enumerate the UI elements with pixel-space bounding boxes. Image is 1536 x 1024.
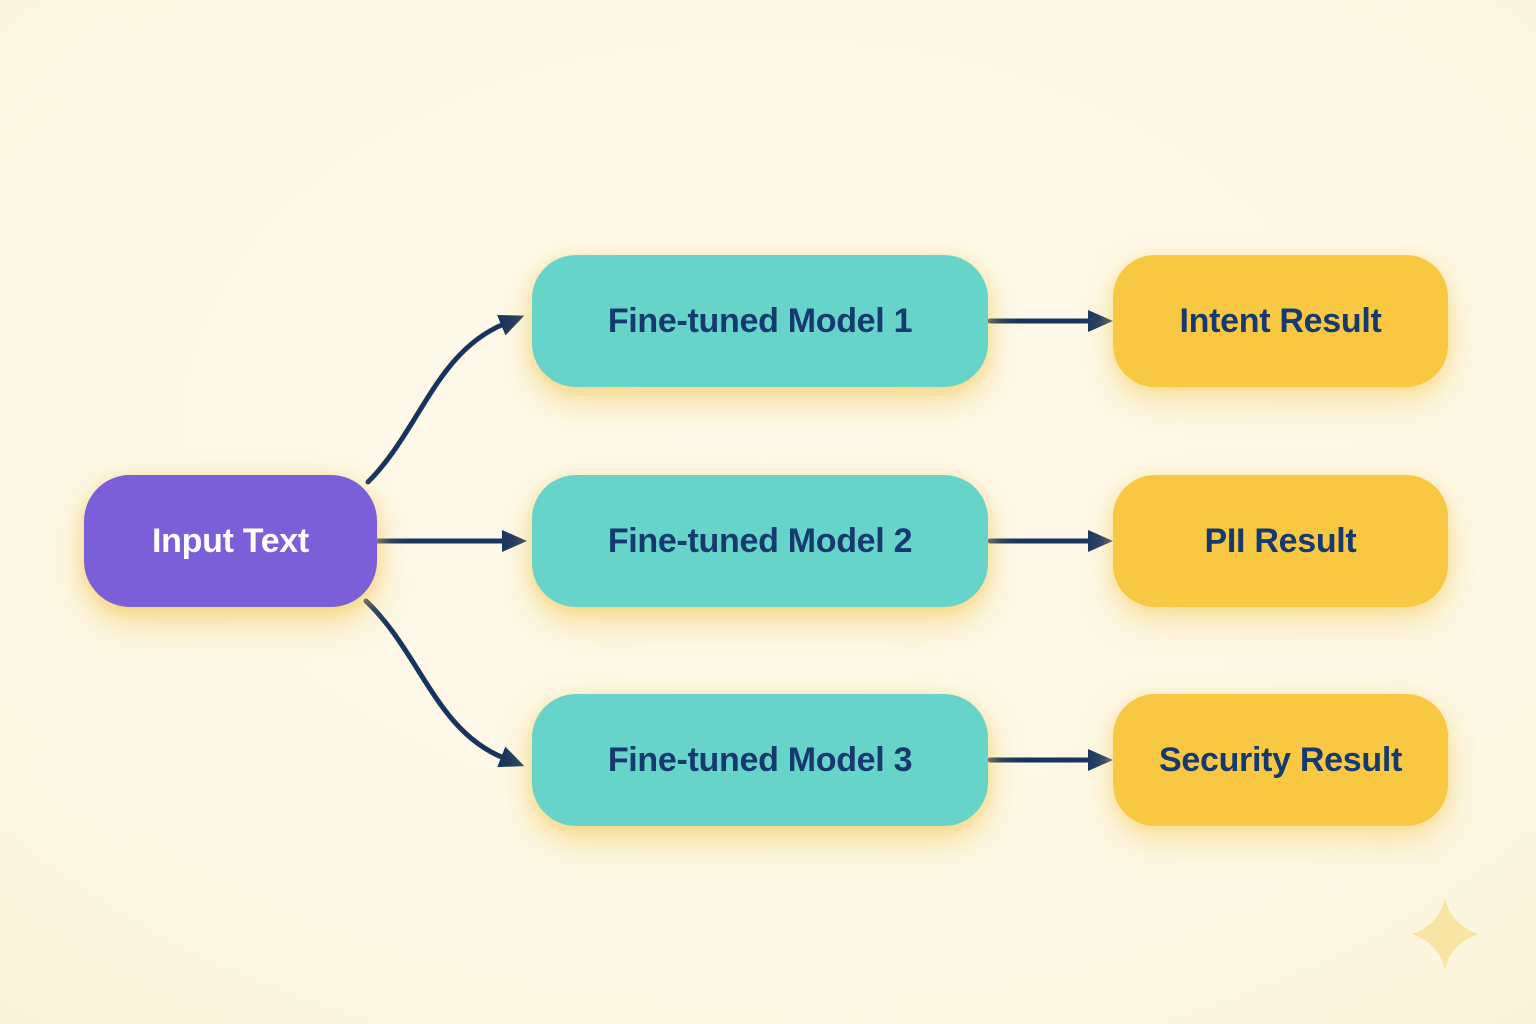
node-intent-result: Intent Result [1113, 255, 1448, 387]
node-model-2-label: Fine-tuned Model 2 [607, 521, 913, 560]
node-result-3-label: Security Result [1158, 740, 1403, 779]
arrow-input-to-model3 [363, 598, 525, 768]
node-model-1-label: Fine-tuned Model 1 [607, 301, 913, 340]
node-fine-tuned-model-1: Fine-tuned Model 1 [532, 255, 988, 387]
node-input-text-label: Input Text [152, 521, 309, 560]
node-input-text: Input Text [84, 475, 377, 607]
node-fine-tuned-model-2: Fine-tuned Model 2 [532, 475, 988, 607]
arrow-input-to-model1 [365, 314, 525, 485]
node-pii-result: PII Result [1113, 475, 1448, 607]
node-security-result: Security Result [1113, 694, 1448, 826]
node-model-3-label: Fine-tuned Model 3 [607, 740, 913, 779]
node-fine-tuned-model-3: Fine-tuned Model 3 [532, 694, 988, 826]
sparkle-icon [1412, 897, 1478, 971]
node-result-1-label: Intent Result [1179, 301, 1382, 340]
node-result-2-label: PII Result [1204, 521, 1357, 560]
